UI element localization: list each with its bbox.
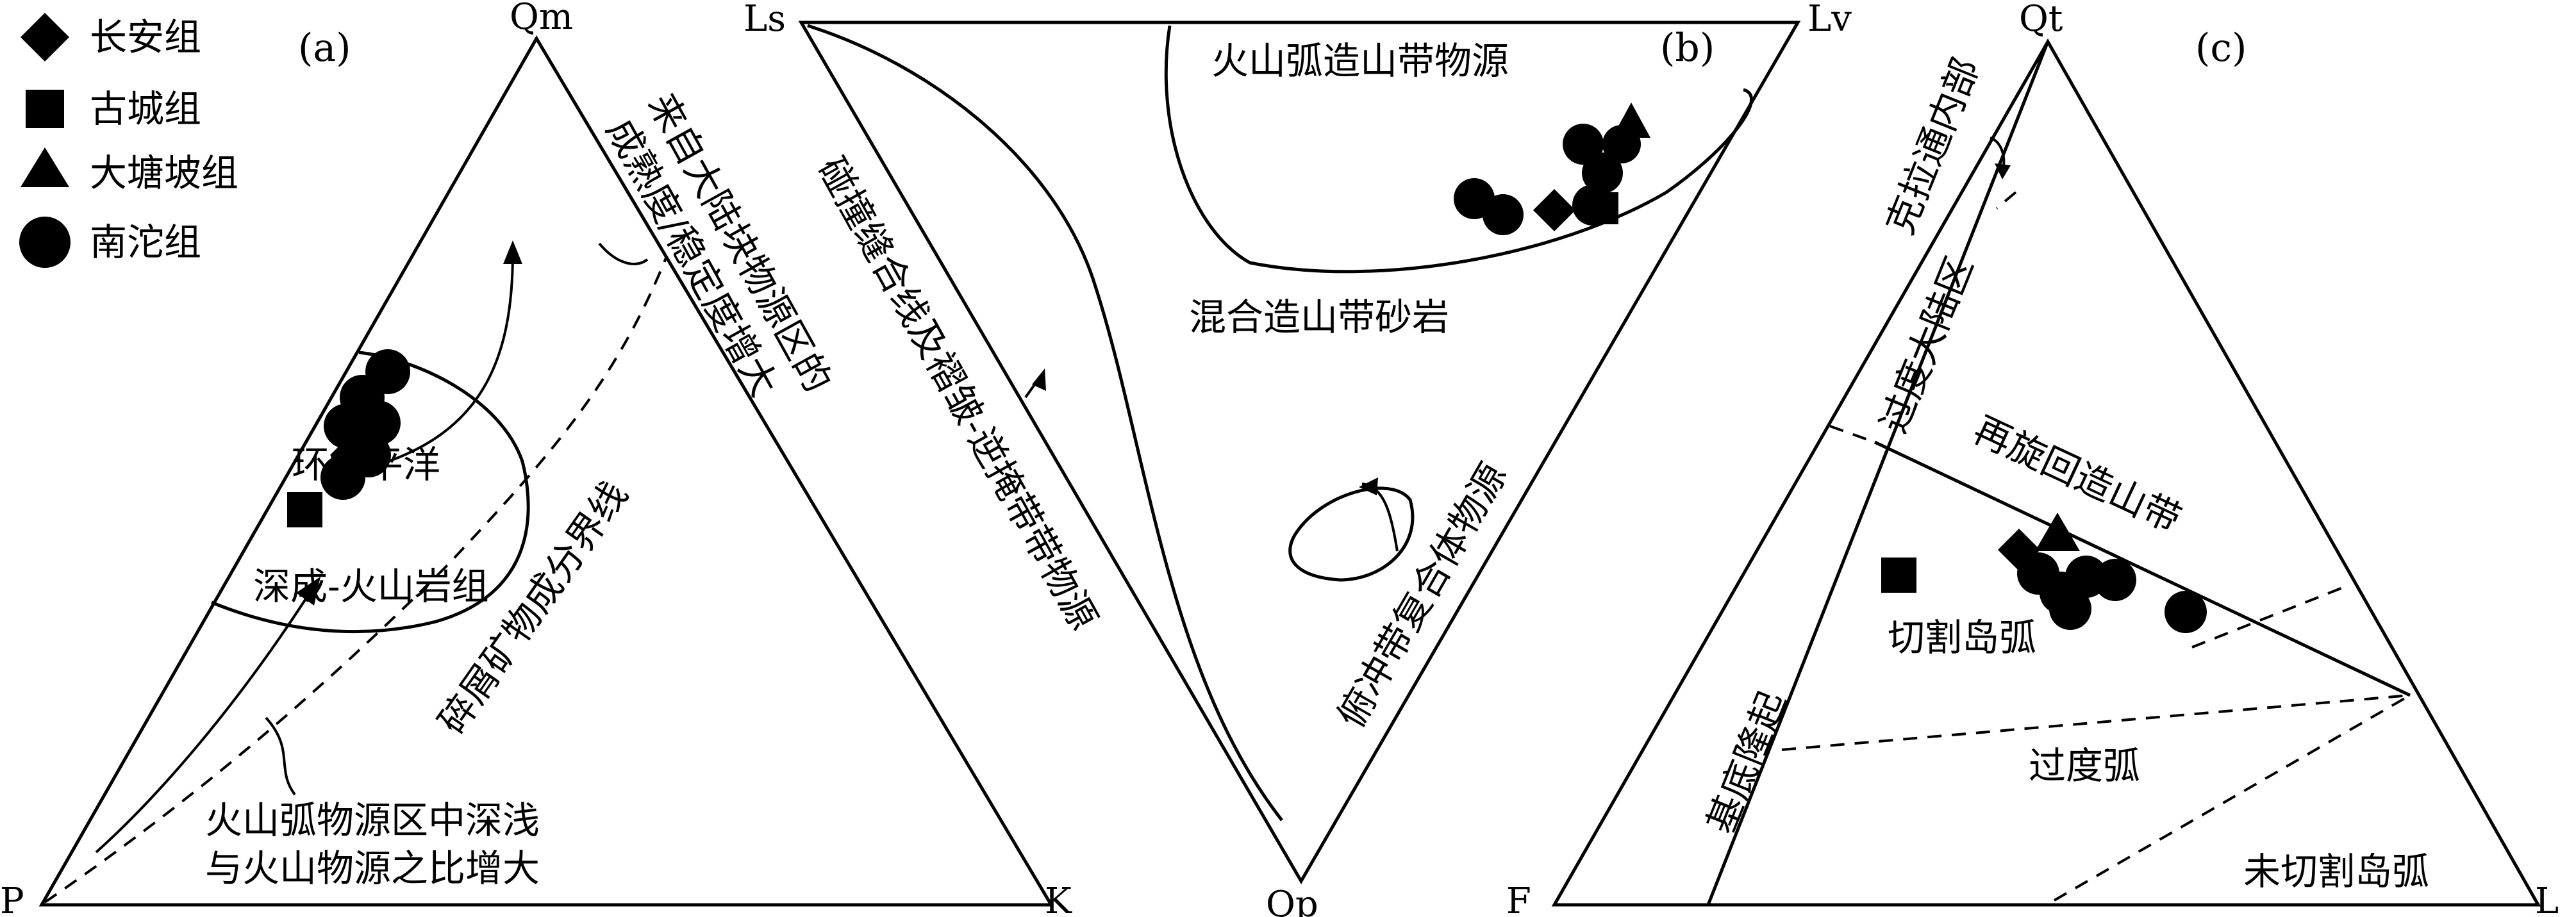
- panel-a-volcanic-label-2: 与火山物源之比增大: [205, 847, 540, 890]
- panel-b-arc-label: 火山弧造山带物源: [1211, 39, 1509, 83]
- panel-c-dissected-arc-label: 切割岛弧: [1888, 616, 2036, 659]
- panel-b-subduction-label: 俯冲带复合体物源: [1329, 456, 1515, 735]
- panel-b-data-points: [1454, 103, 1650, 235]
- panel-c-transitional-continental-label: 过度大陆区: [1872, 251, 1982, 439]
- panel-b-mixed-label: 混合造山带砂岩: [1189, 295, 1449, 339]
- panel-b-collision-label: 碰撞缝合线及褶皱-逆掩带带物源: [810, 150, 1106, 637]
- panel-c-dash-arc-low: [1781, 694, 2411, 751]
- panel-b: (b) Ls Lv Qp 火山弧造山带物源 混合造山带砂岩 碰撞缝合线及褶皱-逆…: [744, 0, 1852, 917]
- panel-a-triangle: [38, 35, 1054, 907]
- panel-a-plutonic-field: [211, 351, 530, 634]
- data-point-gucheng: [287, 492, 322, 527]
- panel-b-subduction-field: [1288, 486, 1415, 582]
- legend-square-marker: [26, 90, 64, 128]
- legend: 长安组 古城组 大塘坡组 南沱组: [19, 13, 238, 268]
- panel-a-vertex-top: Qm: [510, 0, 573, 38]
- panel-a-data-points: [287, 349, 410, 527]
- panel-c-transitional-arc-label: 过度弧: [2029, 744, 2140, 788]
- data-point-nantuo: [2049, 588, 2091, 630]
- panel-a-vertex-left: P: [0, 880, 24, 917]
- panel-c-triangle: [1551, 38, 2541, 907]
- panel-c: (c) Qt F L 克拉通内部 过度大陆区 再旋回造山带 基底隆起 切割: [1506, 0, 2559, 917]
- panel-b-subduction-arrowhead: [1359, 477, 1378, 495]
- data-point-changan: [1533, 189, 1575, 231]
- panel-a-volcanic-label-1: 火山弧物源区中深浅: [205, 798, 540, 842]
- panel-c-dash-arc: [2191, 585, 2347, 649]
- panel-b-collision-arrowhead: [1032, 368, 1046, 391]
- panel-c-craton-label: 克拉通内部: [1878, 52, 1988, 240]
- panel-c-vertex-left: F: [1506, 880, 1531, 917]
- data-point-nantuo: [1563, 124, 1604, 165]
- legend-label-changan: 长安组: [90, 15, 201, 59]
- panel-c-craton-arrowhead: [1995, 163, 2011, 179]
- panel-c-dash-arc-right: [2054, 694, 2411, 902]
- data-point-changan: [330, 436, 369, 474]
- panel-b-vertex-top-right: Lv: [1807, 0, 1852, 40]
- panel-b-triangle: [798, 21, 1801, 884]
- panel-a-leader-lower: [265, 716, 296, 796]
- data-point-nantuo: [1582, 153, 1623, 194]
- panel-b-vertex-bottom: Qp: [1266, 884, 1318, 917]
- panel-a-arrowhead-lower: [296, 577, 320, 606]
- panel-a-field-label-2: 深成-火山岩组: [253, 565, 489, 608]
- panel-c-recycled-label: 再旋回造山带: [1967, 408, 2188, 541]
- panel-c-vertex-right: L: [2535, 880, 2559, 917]
- panel-a-boundary-line: [44, 256, 668, 904]
- panel-a: (a) Qm P K 环太平洋 深成-火山岩组 来自大陆块物: [0, 0, 1072, 917]
- panel-a-tag: (a): [298, 26, 351, 70]
- panel-c-dash-transition: [1829, 425, 1875, 443]
- legend-label-datangpo: 大塘坡组: [90, 151, 238, 195]
- panel-a-vertex-right: K: [1045, 880, 1072, 917]
- panel-c-vertex-top: Qt: [2019, 0, 2063, 40]
- legend-diamond-marker: [21, 13, 69, 62]
- panel-b-subduction-arrow: [1361, 483, 1399, 552]
- panel-c-recycled-line: [1874, 440, 2411, 697]
- panel-c-data-points: [1881, 513, 2207, 633]
- legend-triangle-marker: [21, 147, 69, 187]
- legend-label-gucheng: 古城组: [90, 87, 201, 131]
- data-point-gucheng: [1586, 192, 1618, 224]
- panel-c-undissected-arc-label: 未切割岛弧: [2243, 850, 2429, 893]
- panel-b-collision-boundary: [807, 24, 1283, 822]
- data-point-datangpo: [1612, 103, 1650, 138]
- data-point-nantuo: [2165, 591, 2207, 633]
- panel-c-dash-upper: [1995, 191, 2017, 210]
- data-point-nantuo: [1483, 194, 1524, 235]
- legend-label-nantuo: 南沱组: [90, 220, 201, 264]
- panel-b-vertex-top-left: Ls: [744, 0, 786, 40]
- legend-circle-marker: [19, 217, 71, 268]
- data-point-datangpo: [2035, 513, 2080, 551]
- data-point-gucheng: [1881, 558, 1916, 593]
- panel-a-leader-upper: [598, 242, 649, 265]
- panel-a-field-label-1: 环太平洋: [292, 443, 440, 486]
- data-point-datangpo: [365, 352, 404, 384]
- data-point-changan: [1998, 529, 2040, 571]
- panel-c-basement-label: 基底隆起: [1699, 686, 1795, 840]
- panel-c-craton-line: [1706, 41, 2050, 905]
- panel-c-tag: (c): [2195, 26, 2247, 70]
- data-point-nantuo: [2094, 559, 2136, 601]
- panel-a-arrowhead-upper: [503, 240, 522, 264]
- panel-b-arc-field-boundary: [1164, 25, 1753, 274]
- panel-a-trend-arrow-lower: [95, 595, 309, 854]
- panel-b-tag: (b): [1660, 26, 1715, 70]
